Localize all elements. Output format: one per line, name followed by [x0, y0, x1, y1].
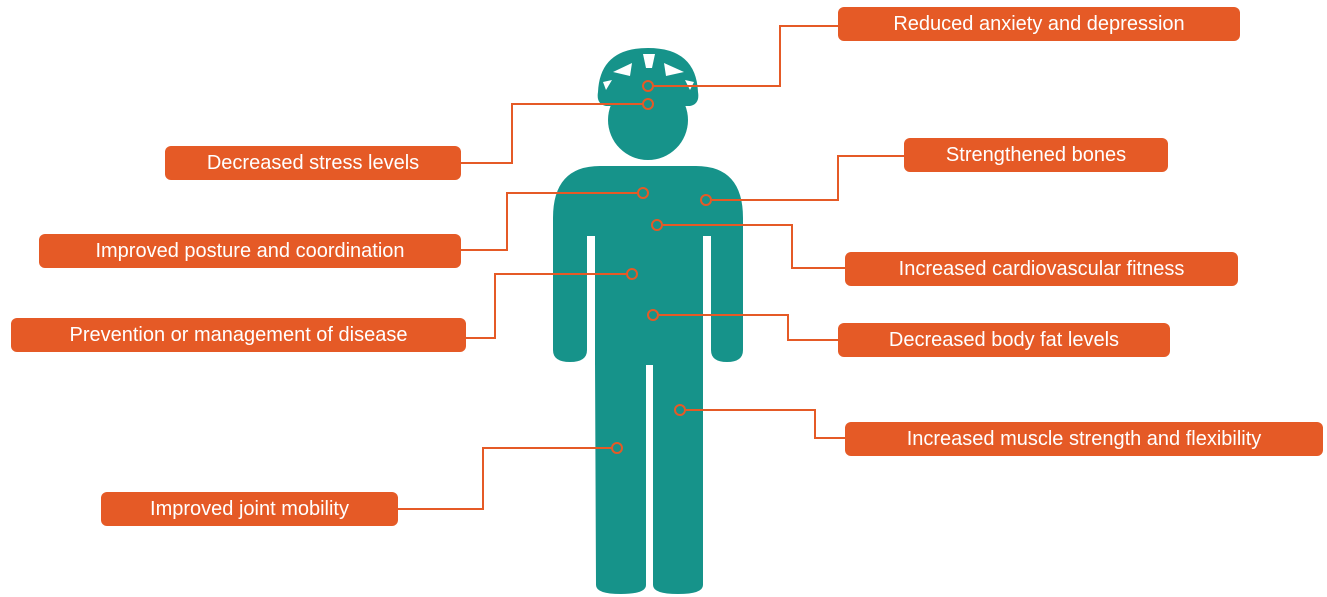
connector-dot	[674, 404, 686, 416]
connector-line	[461, 103, 642, 164]
connector-line	[712, 155, 904, 201]
benefit-label-muscle-strength: Increased muscle strength and flexibilit…	[845, 422, 1323, 456]
benefit-label-joint-mobility: Improved joint mobility	[101, 492, 398, 526]
connector-line	[659, 314, 838, 341]
connector-line	[686, 409, 845, 439]
helmet-vent	[643, 54, 655, 68]
connector-dot	[626, 268, 638, 280]
benefit-label-reduced-anxiety: Reduced anxiety and depression	[838, 7, 1240, 41]
helmet-vent	[613, 63, 632, 76]
connector-dot	[642, 80, 654, 92]
connector-line	[461, 192, 637, 251]
helmet-vent	[664, 63, 684, 76]
connector-dot	[700, 194, 712, 206]
benefit-label-decreased-stress: Decreased stress levels	[165, 146, 461, 180]
left-leg	[595, 360, 646, 594]
connector-dot	[647, 309, 659, 321]
right-leg	[653, 360, 703, 594]
connector-line	[466, 273, 626, 339]
connector-line	[398, 447, 611, 510]
connector-dot	[637, 187, 649, 199]
connector-dot	[651, 219, 663, 231]
person-with-helmet-icon	[553, 48, 743, 594]
benefit-label-disease-prevention: Prevention or management of disease	[11, 318, 466, 352]
helmet	[597, 48, 699, 106]
connector-line	[663, 224, 845, 269]
benefit-label-improved-posture: Improved posture and coordination	[39, 234, 461, 268]
connector-lines	[398, 25, 904, 510]
connector-dot	[611, 442, 623, 454]
benefit-label-body-fat: Decreased body fat levels	[838, 323, 1170, 357]
helmet-vent	[603, 80, 612, 90]
benefit-label-cardiovascular-fitness: Increased cardiovascular fitness	[845, 252, 1238, 286]
connector-line	[654, 25, 838, 87]
connector-dot	[642, 98, 654, 110]
benefit-label-strengthened-bones: Strengthened bones	[904, 138, 1168, 172]
